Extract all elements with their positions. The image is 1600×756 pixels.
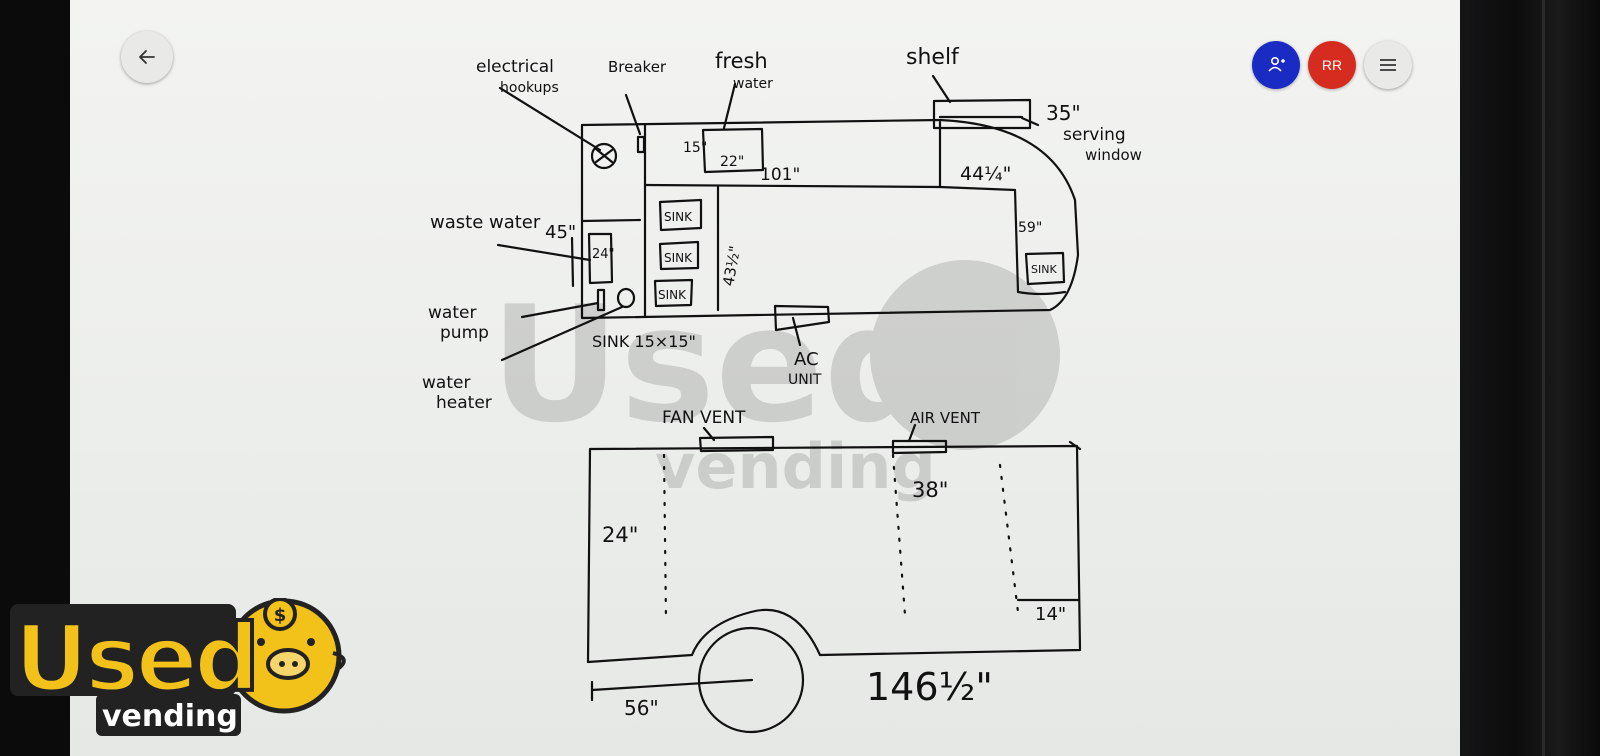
label-14: 14" bbox=[1035, 604, 1066, 625]
hamburger-menu-icon bbox=[1380, 59, 1396, 71]
sink-box-1 bbox=[658, 198, 703, 232]
sketch-annotations: electrical hookups Breaker fresh water s… bbox=[422, 45, 1142, 720]
label-38: 38" bbox=[912, 478, 948, 502]
label-146: 146½" bbox=[866, 665, 993, 709]
label-electrical: electrical bbox=[476, 57, 554, 77]
floor-plan-drawing bbox=[496, 74, 1082, 734]
label-sink-3: SINK bbox=[658, 288, 687, 302]
add-user-button[interactable] bbox=[1252, 41, 1300, 89]
logo-pig-icon: $ bbox=[226, 598, 346, 714]
label-water-pump-2: pump bbox=[440, 323, 489, 343]
label-water-heater-1: water bbox=[422, 373, 470, 393]
user-initials: RR bbox=[1321, 57, 1343, 73]
label-breaker: Breaker bbox=[608, 58, 667, 76]
label-fan-vent: FAN VENT bbox=[662, 408, 746, 428]
label-ac: AC bbox=[794, 349, 819, 370]
user-avatar-button[interactable]: RR bbox=[1308, 41, 1356, 89]
breaker-symbol bbox=[636, 135, 646, 154]
logo-text-vending: vending bbox=[102, 699, 238, 734]
air-vent-box bbox=[891, 439, 948, 455]
watermark-pig-icon bbox=[870, 260, 1060, 450]
label-sink-right: SINK bbox=[1031, 263, 1057, 276]
label-15: 15" bbox=[683, 140, 707, 156]
watermark: Used vending bbox=[490, 260, 1060, 503]
side-counter bbox=[938, 185, 1067, 296]
label-sink-size: SINK 15×15" bbox=[592, 332, 696, 351]
label-fresh-water: water bbox=[733, 76, 773, 92]
used-vending-logo: $ Used vending bbox=[10, 598, 346, 736]
trailer-side-outline bbox=[586, 444, 1082, 664]
label-35: 35" bbox=[1046, 101, 1081, 125]
label-serving: serving bbox=[1063, 125, 1126, 145]
label-24-inner: 24" bbox=[592, 247, 615, 262]
ac-unit-box bbox=[773, 304, 831, 332]
wheel bbox=[697, 626, 805, 734]
label-window: window bbox=[1085, 146, 1142, 164]
sink-box-right bbox=[1024, 251, 1066, 286]
arrow-left-icon bbox=[139, 50, 155, 64]
watermark-text-used: Used bbox=[490, 271, 938, 458]
cabinet-divider bbox=[580, 218, 642, 223]
fresh-water-tank bbox=[701, 127, 765, 174]
label-56: 56" bbox=[624, 696, 659, 720]
label-unit: UNIT bbox=[788, 372, 822, 388]
label-sink-1: SINK bbox=[664, 210, 693, 224]
shelf-box bbox=[932, 98, 1032, 130]
label-water-heater-2: heater bbox=[436, 393, 492, 413]
sink-box-3 bbox=[653, 278, 694, 308]
label-24-side: 24" bbox=[602, 523, 638, 547]
label-water-pump-1: water bbox=[428, 303, 476, 323]
watermark-text-vending: vending bbox=[655, 430, 936, 503]
back-button[interactable] bbox=[121, 31, 173, 83]
electrical-hookup-symbol bbox=[590, 142, 618, 170]
label-shelf: shelf bbox=[906, 45, 960, 70]
fan-vent-box bbox=[698, 435, 775, 453]
device-bezel bbox=[1460, 0, 1600, 756]
label-sink-2: SINK bbox=[664, 251, 693, 265]
waste-water-tank bbox=[587, 232, 614, 285]
label-45: 45" bbox=[545, 222, 576, 243]
label-44: 44¼" bbox=[960, 163, 1011, 185]
svg-text:$: $ bbox=[274, 605, 287, 626]
menu-button[interactable] bbox=[1364, 41, 1412, 89]
label-22: 22" bbox=[720, 154, 744, 170]
water-heater-symbol bbox=[616, 287, 636, 309]
label-59: 59" bbox=[1018, 220, 1042, 236]
label-air-vent: AIR VENT bbox=[910, 409, 981, 427]
label-fresh: fresh bbox=[715, 49, 768, 73]
add-person-icon bbox=[1268, 56, 1285, 72]
serving-window bbox=[1020, 116, 1040, 127]
bezel-edge bbox=[1542, 0, 1545, 756]
label-hookups: hookups bbox=[500, 80, 559, 96]
label-101: 101" bbox=[760, 165, 800, 185]
label-waste-water: waste water bbox=[430, 212, 541, 233]
top-actions: RR bbox=[1252, 41, 1412, 91]
sink-box-2 bbox=[658, 240, 700, 271]
trailer-top-outline bbox=[580, 118, 1080, 320]
